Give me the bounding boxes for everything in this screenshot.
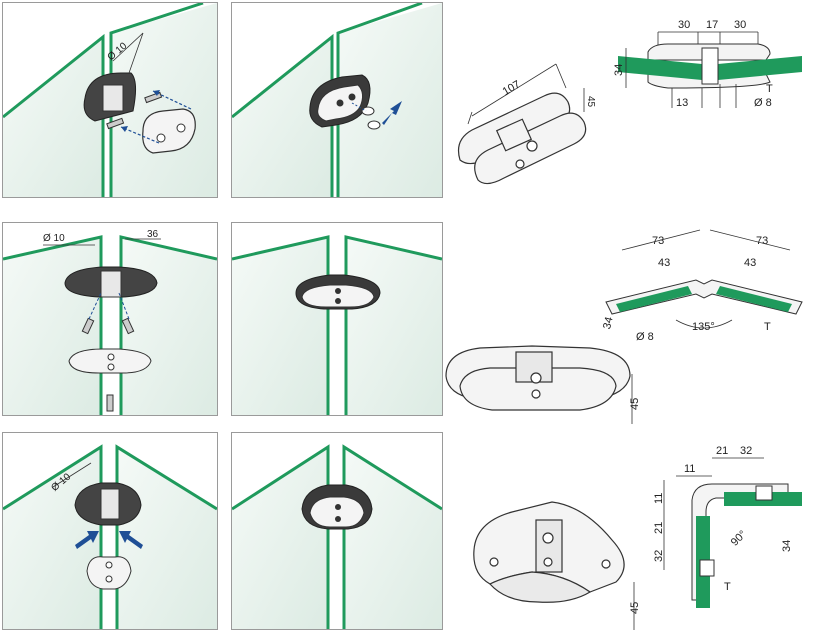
dim-thickness: T — [724, 581, 731, 593]
row2-clamp-3d: 45 — [440, 330, 640, 430]
panel-row1-step1: Ø 10 — [2, 2, 218, 198]
row3-step1-illustration: Ø 10 — [3, 444, 217, 629]
dim-v-b: 21 — [653, 522, 665, 534]
panel-row2-step1: Ø 10 36 — [2, 222, 218, 416]
dim-length: 107 — [501, 78, 523, 98]
dim-left-offset: 11 — [684, 463, 695, 475]
dim-inner-left: 43 — [658, 257, 670, 269]
glass-panel-left — [3, 37, 103, 197]
dim-height: 45 — [629, 602, 641, 614]
dim-thickness: T — [766, 83, 773, 95]
dim-top-c: 30 — [734, 19, 746, 31]
dim-diameter-label: Ø 10 — [43, 233, 65, 244]
dim-angle: 135° — [692, 321, 715, 333]
screw-icon — [81, 317, 135, 412]
dim-bolt-diameter: Ø 8 — [636, 331, 654, 343]
row1-step1-illustration: Ø 10 — [3, 3, 217, 197]
dim-top-a: 30 — [678, 19, 690, 31]
row2-step2-illustration — [232, 235, 442, 415]
row2-step1-illustration: Ø 10 36 — [3, 229, 217, 415]
dim-v-a: 11 — [653, 493, 665, 504]
arrow-icon — [120, 90, 192, 144]
panel-row2-step2 — [231, 222, 443, 416]
dim-height: 45 — [629, 398, 640, 410]
clamp-assembled — [295, 274, 381, 310]
dim-top-a: 21 — [716, 445, 728, 457]
dim-gap: 13 — [676, 97, 688, 109]
row3-step2-illustration — [232, 444, 442, 629]
panel-row1-step2 — [231, 2, 443, 198]
row2-section-view: 73 73 43 43 34 Ø 8 135° T — [596, 224, 812, 344]
clamp-back-plate — [74, 482, 142, 526]
dim-len-right: 73 — [756, 235, 768, 247]
dim-top-b: 32 — [740, 445, 752, 457]
dim-thickness: T — [764, 321, 771, 333]
row1-step2-illustration — [232, 3, 442, 197]
dim-inner-right: 43 — [744, 257, 756, 269]
row3-clamp-3d: 45 — [466, 492, 646, 632]
arrow-icon — [75, 531, 143, 549]
dim-width-label: 36 — [147, 229, 159, 240]
clamp-front-cover — [68, 348, 152, 374]
clamp-back-plate — [64, 266, 158, 298]
row3-section-view: 21 32 11 11 21 32 90° 34 T — [628, 440, 812, 632]
dim-height: 45 — [585, 96, 596, 108]
row1-section-view: 30 17 30 34 13 Ø 8 T — [608, 8, 812, 118]
dim-side-height: 34 — [781, 540, 793, 552]
clamp-back-plate — [83, 72, 137, 122]
push-arrow-icon — [382, 101, 402, 125]
dim-side-height: 34 — [601, 316, 616, 331]
panel-row3-step1: Ø 10 — [2, 432, 218, 630]
glass-panel-right — [111, 3, 217, 197]
clamp-assembled — [301, 484, 373, 530]
dim-angle: 90° — [729, 528, 749, 548]
clamp-front-cover — [142, 108, 196, 154]
clamp-assembled — [309, 74, 371, 128]
row1-clamp-3d: 107 45 — [448, 40, 618, 200]
dim-top-b: 17 — [706, 19, 718, 31]
dim-v-c: 32 — [653, 550, 665, 562]
panel-row3-step2 — [231, 432, 443, 630]
dim-side-height: 34 — [613, 64, 625, 76]
dim-bolt-diameter: Ø 8 — [754, 97, 772, 109]
clamp-front-cover — [86, 556, 132, 590]
